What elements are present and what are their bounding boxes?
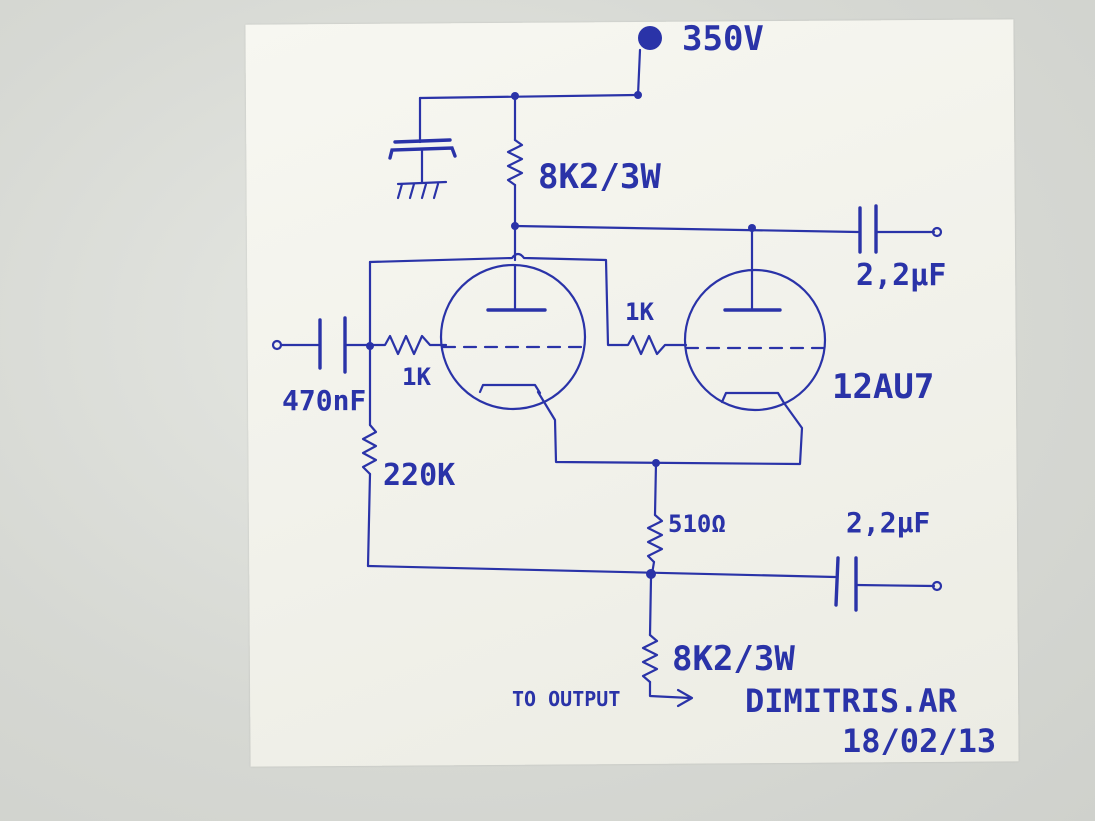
ground-bar (396, 180, 448, 186)
supply-terminal (638, 26, 662, 50)
out-cap-bottom-wire (854, 583, 936, 588)
left-grid-resistor (370, 334, 448, 356)
tail-resistor-lead-top (648, 576, 653, 637)
right-grid-resistor (620, 334, 688, 356)
plate-resistor (506, 138, 524, 187)
label-grid-res-left: 1K (402, 363, 431, 391)
label-output-arrow: TO OUTPUT (512, 687, 620, 711)
label-grid-leak: 220K (383, 458, 455, 493)
left-plate-to-right-grid-wire (368, 252, 624, 347)
label-plate-resistor: 8K2/3W (538, 157, 661, 197)
label-out-cap-bottom: 2,2µF (846, 506, 930, 539)
top-rail-wire (418, 93, 640, 100)
cathode-tie-wire (536, 390, 804, 466)
label-tail-resistor: 8K2/3W (672, 639, 795, 679)
output-terminal-top (931, 226, 943, 238)
left-tube-envelope (439, 263, 587, 411)
supply-wire (636, 48, 642, 97)
junction-bottom (646, 569, 656, 579)
output-terminal-bottom (931, 580, 943, 592)
label-tube: 12AU7 (832, 367, 934, 407)
label-grid-res-right: 1K (625, 298, 654, 326)
grid-leak-lead (366, 472, 372, 568)
output-arrow-head (676, 688, 694, 708)
tail-resistor (641, 633, 659, 684)
plate-rail-wire (513, 224, 860, 234)
label-supply: 350V (682, 19, 764, 59)
grid-leak-resistor (361, 423, 378, 476)
input-terminal (271, 339, 283, 351)
tail-resistor-lead-bottom (648, 680, 692, 700)
decoupling-cap-plate-top (393, 138, 452, 144)
ground-symbol (396, 182, 440, 200)
right-tube-envelope (683, 268, 827, 412)
label-input-cap: 470nF (282, 384, 366, 417)
left-tube-cathode (478, 383, 542, 395)
label-cathode-res: 510Ω (668, 510, 726, 538)
right-tube-cathode (720, 391, 786, 405)
cathode-resistor (646, 513, 664, 564)
cathode-resistor-lead-top (653, 461, 658, 517)
label-author: DIMITRIS.AR (745, 682, 958, 720)
label-out-cap-top: 2,2µF (856, 258, 946, 293)
bottom-rail-wire (366, 564, 837, 579)
out-cap-bottom-plate-a (834, 556, 840, 607)
label-date: 18/02/13 (842, 722, 996, 760)
